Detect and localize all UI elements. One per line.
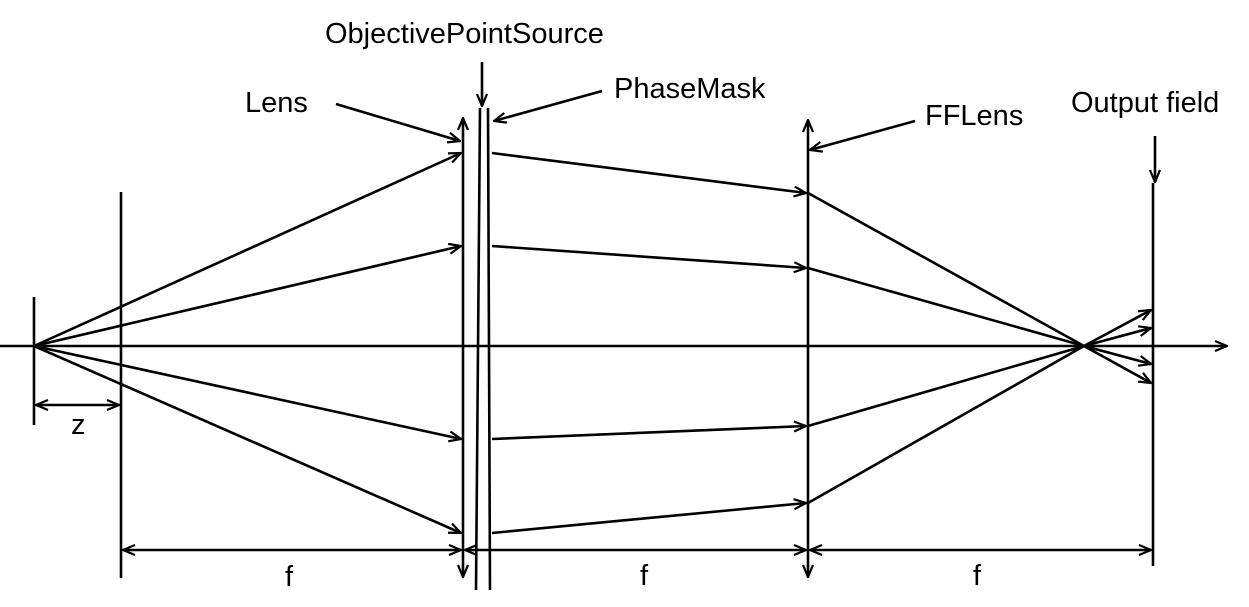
- lens-pointer: [335, 102, 460, 141]
- ff-lens-label: FFLens: [925, 100, 1023, 132]
- f-label-2: f: [640, 560, 649, 592]
- ff-lens-pointer: [810, 119, 916, 150]
- output-field-label: Output field: [1071, 87, 1219, 119]
- f-label-1: f: [285, 561, 294, 593]
- phase-mask-label: PhaseMask: [614, 73, 766, 105]
- lens-label: Lens: [245, 87, 308, 119]
- objective-point-source-label: ObjectivePointSource: [325, 18, 604, 50]
- z-label: z: [71, 409, 86, 441]
- phase-mask-plane: [486, 107, 492, 591]
- rays-focus-to-output: [1083, 310, 1151, 383]
- f-label-3: f: [973, 560, 982, 592]
- rays-mask-to-fflens: [491, 151, 806, 535]
- objective-point-source-plane: [474, 107, 482, 591]
- rays-fflens-to-focus: [807, 191, 1085, 505]
- rays-source-to-lens: [33, 151, 461, 535]
- phase-mask-pointer: [494, 89, 603, 121]
